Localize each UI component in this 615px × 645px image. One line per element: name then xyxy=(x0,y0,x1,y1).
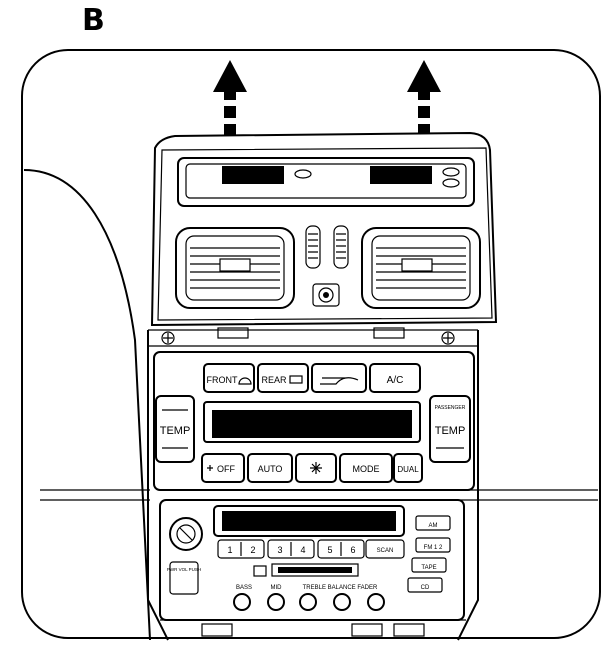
console-side-left xyxy=(147,330,169,641)
lower-switch-left xyxy=(201,623,233,637)
dual-label: DUAL xyxy=(397,465,419,474)
bezel-clip-right xyxy=(373,327,405,339)
treble-knob xyxy=(299,593,317,611)
ac-label: A/C xyxy=(387,375,404,386)
auto-button xyxy=(247,453,293,483)
preset-label-2: 2 xyxy=(250,545,255,555)
air-vent-left-tab xyxy=(219,258,251,272)
cd-button xyxy=(407,577,443,593)
console-side-right xyxy=(457,330,479,641)
temp-left-button xyxy=(155,395,195,463)
preset-label-4: 4 xyxy=(300,545,305,555)
am-label: AM xyxy=(429,523,438,529)
off-label: OFF xyxy=(217,464,235,474)
console-line-left xyxy=(40,489,150,501)
bezel-clip-left xyxy=(217,327,249,339)
vent-thumbwheel-right xyxy=(333,225,349,269)
mid-knob xyxy=(267,593,285,611)
fm-button xyxy=(415,537,451,553)
lower-switch-center xyxy=(351,623,383,637)
removal-arrow-right xyxy=(407,60,441,136)
fan-off-button xyxy=(201,453,245,483)
fm-label: FM 1 2 xyxy=(424,545,443,551)
temp-left-label: TEMP xyxy=(160,425,191,437)
treble-balance-fader-label: TREBLE BALANCE FADER xyxy=(303,585,378,591)
cd-label: CD xyxy=(421,585,430,591)
temp-right-button xyxy=(429,395,471,463)
power-volume-tag xyxy=(169,561,199,595)
dash-curve xyxy=(23,169,151,641)
mid-label: MID xyxy=(271,585,283,591)
vent-bezel-inner xyxy=(157,147,493,321)
lower-switch-right xyxy=(393,623,425,637)
display-window-left xyxy=(222,166,284,184)
preset-label-1: 1 xyxy=(227,545,232,555)
radio-display-screen xyxy=(222,511,396,531)
display-window-right xyxy=(370,166,432,184)
tape-label: TAPE xyxy=(421,565,436,571)
step-letter: B xyxy=(82,3,105,38)
balance-knob xyxy=(333,593,351,611)
sensor-dot xyxy=(294,169,312,179)
scan-button xyxy=(365,539,405,559)
vent-thumbwheel-left xyxy=(305,225,321,269)
preset-label-6: 6 xyxy=(350,545,355,555)
console-line-right xyxy=(460,489,598,501)
frame-border xyxy=(21,49,601,639)
rear-defrost-label: REAR xyxy=(261,375,287,385)
auto-label: AUTO xyxy=(258,464,283,474)
mode-button xyxy=(339,453,393,483)
air-vent-left-inner xyxy=(185,235,285,301)
rear-defrost-button xyxy=(257,363,309,393)
dual-button xyxy=(393,453,423,483)
air-vent-right-tab xyxy=(401,258,433,272)
power-label: PWR VOL PUSH xyxy=(167,567,201,572)
eject-button xyxy=(253,565,267,577)
mode-label: MODE xyxy=(353,464,380,474)
bass-label: BASS xyxy=(236,585,252,591)
front-defrost-button xyxy=(203,363,255,393)
am-button xyxy=(415,515,451,531)
scan-label: SCAN xyxy=(377,548,394,554)
tape-button xyxy=(411,557,447,573)
passenger-label: PASSENGER xyxy=(435,405,466,411)
temp-right-label: TEMP xyxy=(435,425,466,437)
bass-knob xyxy=(233,593,251,611)
fader-knob xyxy=(367,593,385,611)
clock-button-1 xyxy=(442,167,460,177)
climate-display-screen xyxy=(212,410,412,438)
air-vent-right-inner xyxy=(371,235,471,301)
preset-label-5: 5 xyxy=(327,545,332,555)
preset-label-3: 3 xyxy=(277,545,282,555)
ac-button xyxy=(369,363,421,393)
front-defrost-label: FRONT xyxy=(207,375,238,385)
display-strip-inner xyxy=(185,163,467,199)
clock-button-2 xyxy=(442,178,460,188)
removal-arrow-left xyxy=(213,60,247,136)
